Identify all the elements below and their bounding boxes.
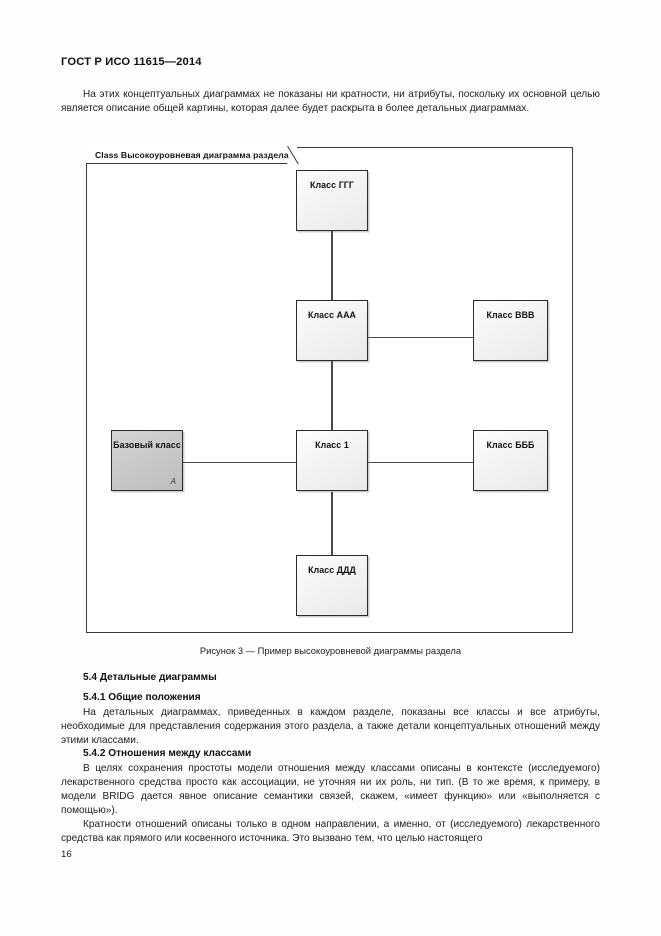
page-number: 16	[61, 849, 72, 860]
heading-5-4-2: 5.4.2 Отношения между классами	[83, 748, 252, 759]
class-box-ggg[interactable]: Класс ГГГ	[296, 170, 368, 231]
class-box-vvv-label: Класс ВВВ	[486, 310, 535, 320]
abstract-class-marker: A	[170, 477, 176, 486]
connector-one-bbb	[367, 462, 474, 464]
class-box-one[interactable]: Класс 1	[296, 430, 368, 491]
class-box-base[interactable]: Базовый класс A	[111, 430, 183, 491]
class-box-one-label: Класс 1	[315, 440, 349, 450]
class-box-bbb-label: Класс БББ	[486, 440, 535, 450]
connector-base-one	[182, 462, 297, 464]
section-5-4-2-paragraph-2: Кратности отношений описаны только в одн…	[61, 819, 600, 845]
intro-paragraph: На этих концептуальных диаграммах не пок…	[61, 89, 600, 115]
class-box-ggg-label: Класс ГГГ	[310, 180, 354, 190]
intro-paragraph-block: На этих концептуальных диаграммах не пок…	[61, 88, 600, 116]
section-5-4-1-paragraph-1: На детальных диаграммах, приведенных в к…	[61, 707, 600, 747]
connector-one-ddd	[331, 492, 333, 555]
section-5-4-2-paragraph-1: В целях сохранения простоты модели отнош…	[61, 763, 600, 817]
connector-aaa-vvv	[367, 336, 474, 338]
class-box-vvv[interactable]: Класс ВВВ	[473, 300, 548, 361]
class-box-aaa-label: Класс ААА	[307, 310, 357, 320]
connector-aaa-one	[331, 361, 333, 431]
class-box-ddd[interactable]: Класс ДДД	[296, 555, 368, 616]
heading-5-4-1: 5.4.1 Общие положения	[83, 692, 201, 703]
section-5-4-1-body: На детальных диаграммах, приведенных в к…	[61, 706, 600, 748]
class-box-ddd-label: Класс ДДД	[308, 565, 356, 575]
uml-frame-tab-label: Class Высокоуровневая диаграмма раздела	[95, 150, 289, 160]
heading-5-4: 5.4 Детальные диаграммы	[83, 672, 217, 683]
section-5-4-2-body: В целях сохранения простоты модели отнош…	[61, 762, 600, 847]
connector-ggg-aaa	[331, 230, 333, 300]
figure-3-diagram: Class Высокоуровневая диаграмма раздела …	[86, 145, 573, 633]
figure-caption: Рисунок 3 — Пример высокоуровневой диагр…	[199, 645, 462, 656]
class-box-aaa[interactable]: Класс ААА	[296, 300, 368, 361]
document-header: ГОСТ Р ИСО 11615—2014	[61, 56, 202, 68]
class-box-base-label: Базовый класс	[113, 440, 181, 450]
class-box-bbb[interactable]: Класс БББ	[473, 430, 548, 491]
